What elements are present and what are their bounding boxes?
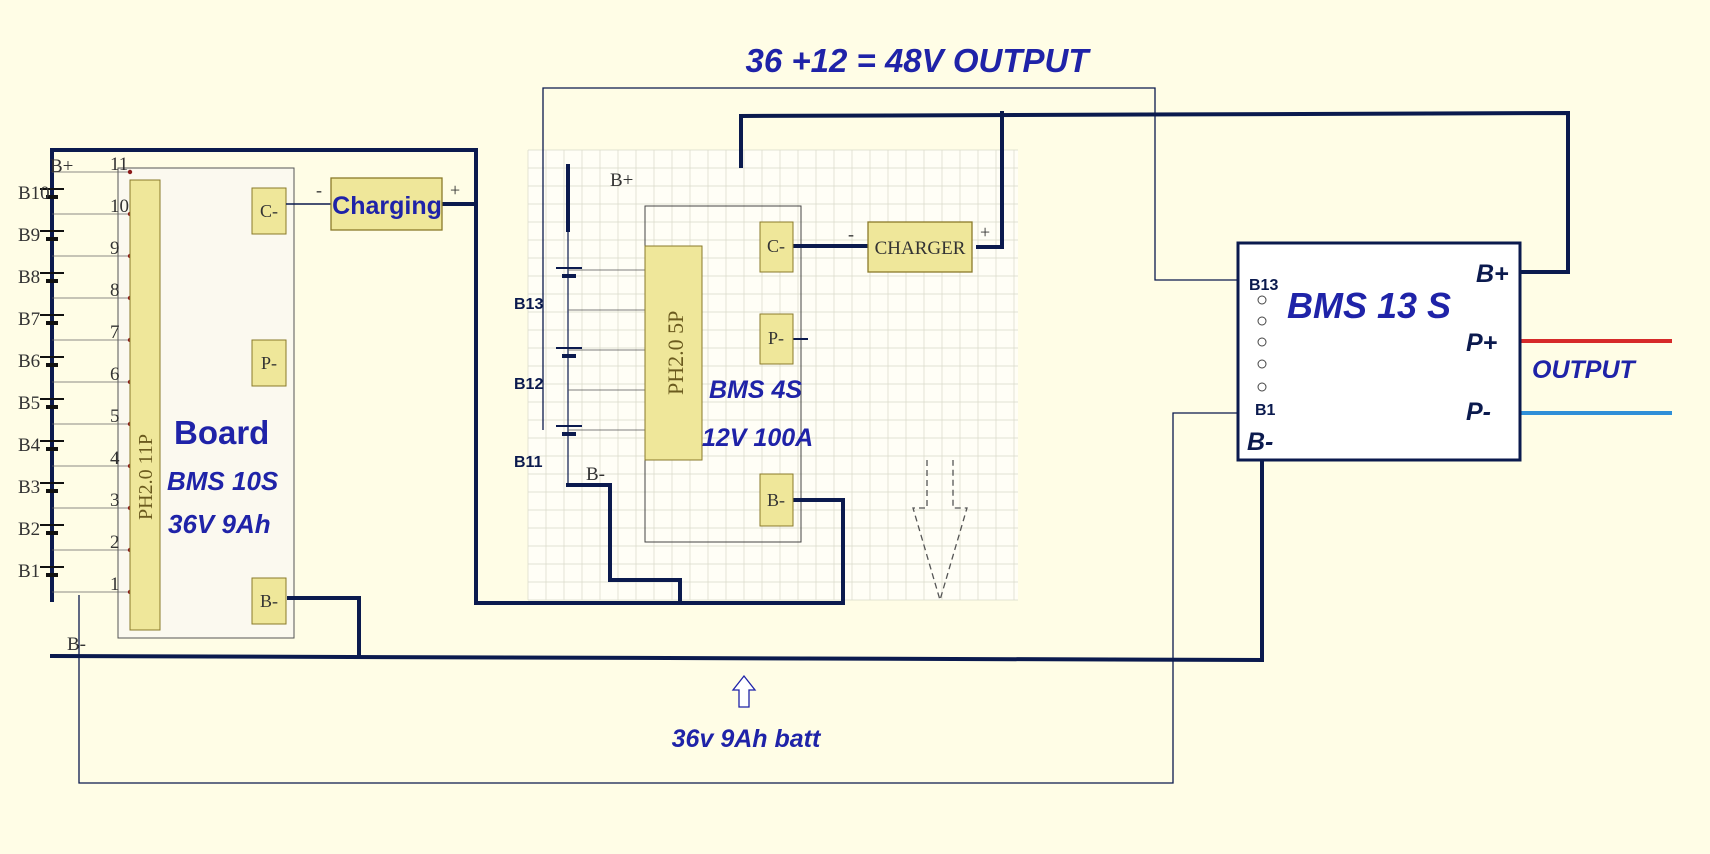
up-arrow-icon [731,674,757,708]
charger-label: CHARGER [875,238,966,259]
pin-number: 6 [110,364,120,385]
left-bminus-label: B- [67,634,86,655]
cell-label: B2 [18,519,40,540]
left-bms-label: BMS 10S [167,466,279,496]
cell-b8: B8 [18,267,64,288]
cell-label: B9 [18,225,40,246]
bms13-bplus: B+ [1476,260,1509,288]
cell-b12: B12 [514,347,582,393]
cell-label: B8 [18,267,40,288]
cell-label: B3 [18,477,40,498]
thick-wires [49,110,1570,663]
cell-b5: B5 [18,393,64,414]
charger-minus: - [848,224,854,244]
wire-left-bminus [287,596,361,658]
cell-label: B7 [18,309,40,330]
left-pad-p [251,339,287,387]
charging-box [330,177,443,231]
wire-mid-charger [976,111,1004,249]
cell-label: B10 [18,183,50,204]
left-spec-label: 36V 9Ah [168,509,271,539]
bms13-pin-top: B13 [1249,277,1278,294]
left-board-label: Board [174,414,269,451]
pin-number: 1 [110,574,120,595]
left-pad-b-label: B- [260,591,278,611]
pin-number: 10 [110,196,129,217]
middle-connector-label: PH2.0 5P [663,311,688,395]
thin-wire-bottom [78,412,1238,784]
cell-b13: B13 [514,267,582,313]
cell-b11: B11 [514,425,582,471]
pin-number: 4 [110,448,120,469]
middle-pad-p [759,313,794,365]
left-pad-b [251,577,287,625]
pin-number: 5 [110,406,120,427]
middle-pad-c [759,221,794,273]
cell-b10: B10 [18,183,64,204]
cell-label: B13 [514,296,543,313]
cell-b4: B4 [18,435,64,456]
pin-dot [127,169,133,175]
bms13-bminus: B- [1247,428,1273,456]
wire-mid-bminus [678,498,845,605]
cell-b9: B9 [18,225,64,246]
cell-b3: B3 [18,477,64,498]
pin-number: 11 [110,154,128,175]
charger-box [867,221,973,273]
wire-left-bottom [49,653,1265,663]
pin-number: 9 [110,238,120,259]
cell-label: B1 [18,561,40,582]
cell-label: B11 [514,454,543,471]
bms13-box [1236,241,1522,462]
cell-label: B6 [18,351,40,372]
output-label: OUTPUT [1532,356,1638,384]
pin-number: 8 [110,280,120,301]
charger-plus: + [980,222,990,242]
cell-b1: B1 [18,561,64,582]
middle-pad-b-label: B- [767,490,785,510]
middle-bms-label: BMS 4S [709,376,802,404]
left-bplus-label: B+ [50,156,73,177]
middle-pad-c-label: C- [767,236,785,256]
wire-mid-bottom-cell [566,483,682,605]
bms13-pin-dots [1257,295,1267,392]
bms13-pin-bottom: B1 [1255,402,1276,419]
charging-minus: - [316,180,322,200]
left-connector [129,179,161,631]
cell-b6: B6 [18,351,64,372]
thin-wire-top [542,87,1238,430]
middle-bplus-label: B+ [610,170,633,191]
pin-number: 7 [110,322,120,343]
left-pad-c-label: C- [260,201,278,221]
middle-spec-label: 12V 100A [702,424,813,452]
bms13-pminus: P- [1466,398,1491,426]
pin-number: 2 [110,532,120,553]
battery-label: 36v 9Ah batt [672,725,822,753]
charging-plus: + [450,180,460,200]
grid-panel [528,150,1018,600]
middle-bminus-label: B- [586,464,605,485]
cell-b2: B2 [18,519,64,540]
cell-label: B12 [514,376,543,393]
bms13-title: BMS 13 S [1287,285,1451,326]
middle-pad-b [759,473,794,527]
cell-label: B4 [18,435,41,456]
charging-label: Charging [332,192,442,220]
wire-left-top-bus [50,148,682,605]
middle-pad-p-label: P- [768,328,784,348]
left-pad-p-label: P- [261,353,277,373]
bms13-pplus: P+ [1466,329,1498,357]
cell-b7: B7 [18,309,64,330]
left-pad-c [251,187,287,235]
pin-number: 3 [110,490,120,511]
middle-connector [644,245,703,461]
left-connector-label: PH2.0 11P [135,434,157,520]
diagram-title: 36 +12 = 48V OUTPUT [745,42,1091,79]
cell-label: B5 [18,393,40,414]
